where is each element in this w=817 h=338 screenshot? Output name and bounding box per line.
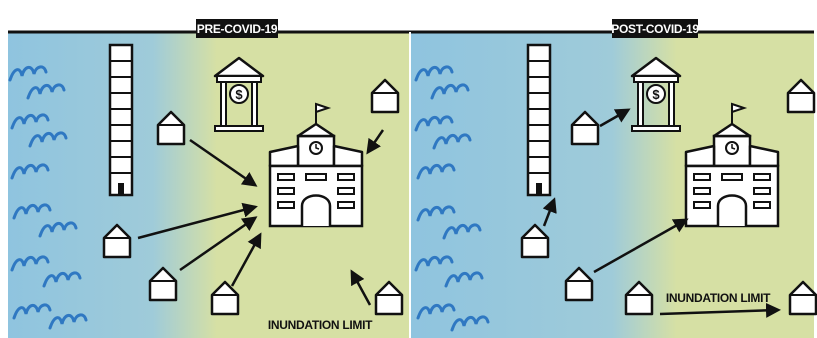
tower-icon xyxy=(526,43,552,197)
panel-title: PRE-COVID-19 xyxy=(197,22,278,36)
inundation-label: INUNDATION LIMIT xyxy=(268,318,373,332)
panel-post-covid: POST-COVID-19 INUNDATION LIMIT xyxy=(409,19,817,338)
panel-title: POST-COVID-19 xyxy=(611,22,699,36)
arrow-icon xyxy=(542,108,781,318)
tower-icon xyxy=(108,43,134,197)
panel-pre-covid: PRE-COVID-19 INUNDATION LIMIT xyxy=(8,19,410,338)
inundation-label: INUNDATION LIMIT xyxy=(666,291,771,305)
arrow-icon xyxy=(137,129,385,306)
panel-title-badge xyxy=(196,19,278,38)
panel-title-badge xyxy=(612,19,698,38)
